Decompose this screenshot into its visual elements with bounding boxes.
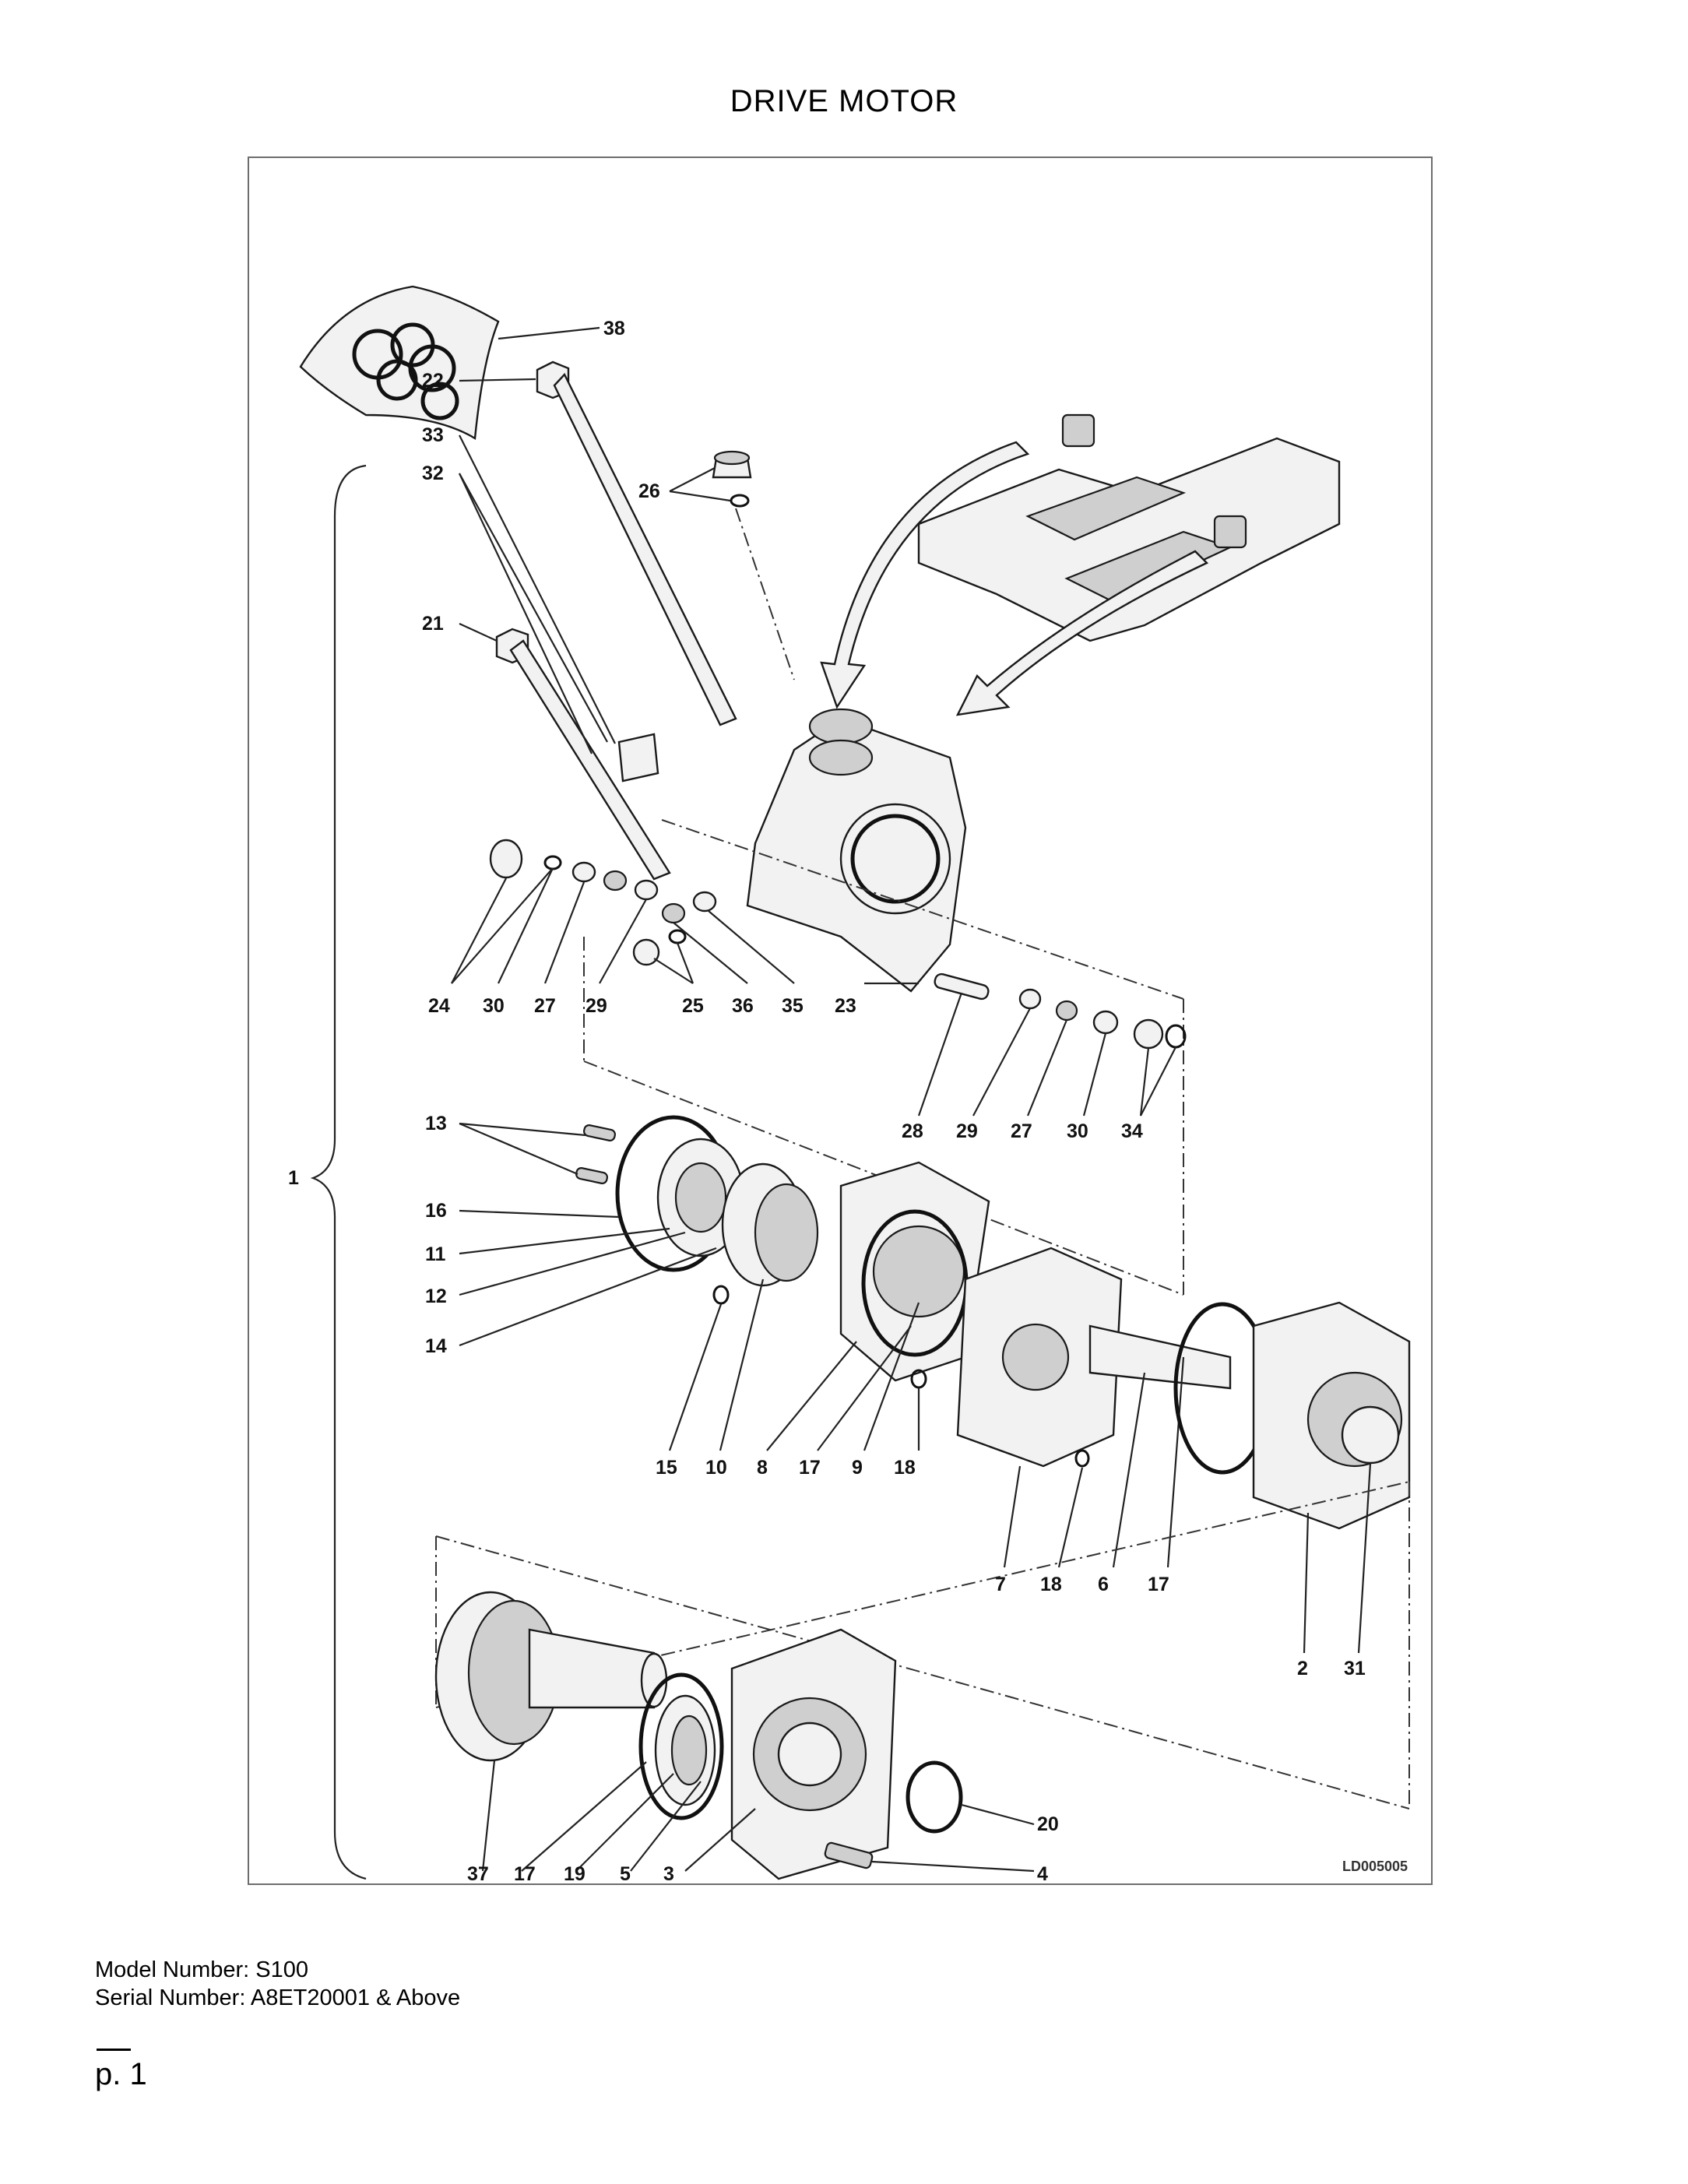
callout-12: 12 — [425, 1285, 447, 1307]
callout-13: 13 — [425, 1113, 447, 1134]
callout-25: 25 — [682, 995, 704, 1017]
callout-14: 14 — [425, 1335, 447, 1357]
model-number: Model Number: S100 — [95, 1957, 309, 1982]
callout-3: 3 — [663, 1863, 674, 1885]
callout-20: 20 — [1037, 1813, 1059, 1835]
callout-17c: 17 — [514, 1863, 536, 1885]
callout-17b: 17 — [1148, 1574, 1169, 1595]
callout-30: 30 — [483, 995, 505, 1017]
serial-number: Serial Number: A8ET20001 & Above — [95, 1985, 461, 2010]
callout-7: 7 — [995, 1574, 1006, 1595]
callout-11: 11 — [425, 1243, 446, 1265]
callout-32: 32 — [422, 462, 444, 484]
manifold-plate — [956, 1247, 1232, 1468]
page-title: DRIVE MOTOR — [730, 84, 958, 118]
callout-37: 37 — [467, 1863, 489, 1885]
callout-9: 9 — [852, 1457, 863, 1479]
callout-30b: 30 — [1067, 1120, 1088, 1142]
callout-8: 8 — [757, 1457, 768, 1479]
mounting-flange — [730, 1628, 897, 1880]
motor-housing — [746, 708, 967, 993]
machine-frame-inset — [917, 413, 1341, 642]
callout-5: 5 — [620, 1863, 631, 1885]
exploded-parts-diagram: 38 26 22 33 32 21 24 30 27 29 25 36 35 2… — [248, 157, 1433, 1885]
callout-18b: 18 — [1040, 1574, 1062, 1595]
callout-34: 34 — [1121, 1120, 1143, 1142]
callout-6: 6 — [1098, 1574, 1109, 1595]
callout-35: 35 — [782, 995, 804, 1017]
callout-29: 29 — [586, 995, 607, 1017]
callout-33: 33 — [422, 424, 444, 446]
callout-27b: 27 — [1011, 1120, 1032, 1142]
end-housing — [1173, 1301, 1411, 1530]
callout-36: 36 — [732, 995, 754, 1017]
callout-19: 19 — [564, 1863, 586, 1885]
callout-24: 24 — [428, 995, 450, 1017]
figure-code: LD005005 — [1342, 1859, 1408, 1874]
callout-1: 1 — [288, 1167, 299, 1189]
callout-15: 15 — [656, 1457, 677, 1479]
callout-18: 18 — [894, 1457, 916, 1479]
callout-21: 21 — [422, 613, 444, 635]
bearing-assembly — [575, 1115, 990, 1389]
callout-10: 10 — [705, 1457, 727, 1479]
callout-27: 27 — [534, 995, 556, 1017]
callout-29b: 29 — [956, 1120, 978, 1142]
callout-22: 22 — [422, 370, 444, 392]
callout-38: 38 — [603, 318, 625, 339]
callout-2: 2 — [1297, 1658, 1308, 1679]
callout-16: 16 — [425, 1200, 447, 1222]
relief-valve-parts-left — [489, 839, 717, 966]
page-number: p. 1 — [95, 2057, 147, 2091]
drive-motor-illustration: 38 26 22 33 32 21 24 30 27 29 25 36 35 2… — [288, 285, 1411, 1885]
callout-23: 23 — [835, 995, 856, 1017]
callout-17: 17 — [799, 1457, 821, 1479]
bolt-22 — [536, 360, 737, 726]
bolt-21 — [495, 628, 671, 881]
seal-kit-bag — [299, 285, 500, 441]
output-shaft — [434, 1591, 668, 1762]
callout-28: 28 — [902, 1120, 923, 1142]
callout-4: 4 — [1037, 1863, 1048, 1885]
callout-31: 31 — [1344, 1658, 1366, 1679]
page-number-rule — [97, 2049, 131, 2051]
callout-26: 26 — [638, 480, 660, 502]
